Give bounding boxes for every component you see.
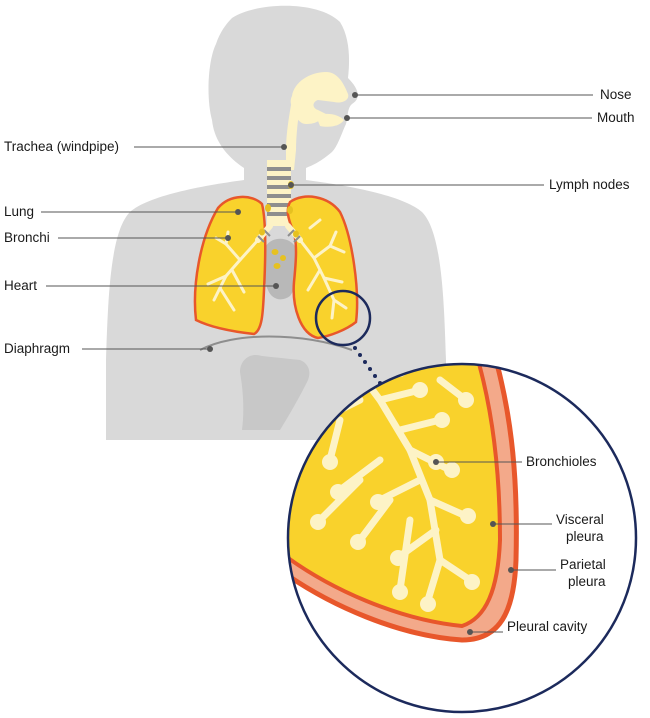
label-nose: Nose	[600, 87, 632, 102]
label-bronchioles: Bronchioles	[526, 454, 597, 469]
trachea-rings	[267, 167, 291, 216]
leader-lines	[41, 94, 593, 633]
nasal-cavity	[290, 72, 349, 124]
zoom-circle-border	[286, 362, 638, 714]
stomach-shape	[240, 354, 310, 430]
zoom-connector-dots	[353, 346, 382, 385]
zoom-source-circle	[314, 289, 372, 347]
labels: Nose Mouth Trachea (windpipe) Lymph node…	[4, 87, 635, 634]
label-visceral-pleura-line1: Visceral	[556, 512, 604, 527]
label-parietal-pleura-line2: pleura	[568, 574, 606, 589]
bronchi-rings	[257, 229, 301, 243]
label-heart: Heart	[4, 278, 37, 293]
label-mouth: Mouth	[597, 110, 635, 125]
bronchial-tree-left	[206, 230, 260, 312]
label-visceral-pleura-line2: pleura	[566, 529, 604, 544]
airway	[267, 72, 349, 226]
label-pleural-cavity: Pleural cavity	[507, 619, 588, 634]
lungs	[193, 181, 359, 340]
label-trachea: Trachea (windpipe)	[4, 139, 119, 154]
bronchial-tree-right	[298, 218, 348, 320]
leader-dots	[207, 92, 514, 635]
magnified-view	[288, 364, 636, 712]
label-lymph-nodes: Lymph nodes	[549, 177, 630, 192]
zoom-parietal-pleura	[288, 364, 519, 643]
heart-shape	[263, 238, 299, 300]
label-lung: Lung	[4, 204, 34, 219]
mouth-cavity	[316, 113, 344, 127]
label-bronchi: Bronchi	[4, 230, 50, 245]
pharynx	[286, 100, 300, 170]
zoom-visceral-pleura	[288, 364, 503, 629]
zoom-pleural-cavity	[288, 364, 517, 639]
label-diaphragm: Diaphragm	[4, 341, 70, 356]
label-parietal-pleura-line1: Parietal	[560, 557, 606, 572]
